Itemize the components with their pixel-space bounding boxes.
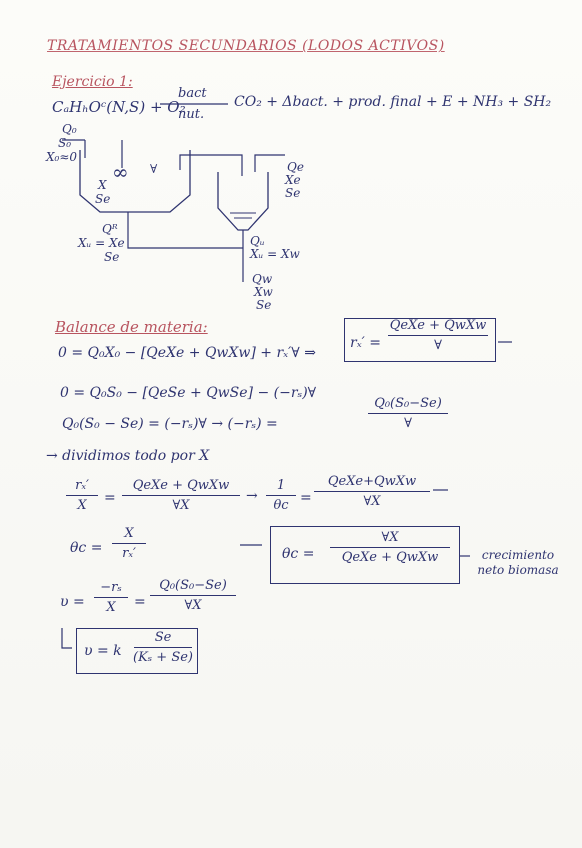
inverse-theta-num: 1 [276,478,286,493]
eq4-mid-den: ∀X [172,498,190,514]
rate-num-2: Q₀(S₀−Se) [159,578,227,593]
effluent-biomass: Xe [285,173,301,187]
rx-over-x-num: rₓ′ [75,478,89,493]
monod-lhs: υ = k [84,643,122,659]
recycle-substrate: Se [104,250,120,264]
page-title: TRATAMIENTOS SECUNDARIOS (LODOS ACTIVOS) [47,38,445,54]
inverse-theta: 1 θc [266,478,296,513]
eq4-mid-num: QeXe + QwXw [132,478,230,493]
eq4-rhs-den: ∀X [363,494,381,510]
substrate-balance: 0 = Q₀S₀ − [QeSe + QwSe] − (−rₛ)∀ [60,385,317,401]
rx-over-x-den: X [77,498,87,514]
rate-lhs: υ = [60,594,85,610]
effluent-substrate: Se [285,186,301,200]
rs-numerator: Q₀(S₀−Se) [374,396,442,411]
reactor-substrate: Se [95,192,111,206]
monod-den: (Kₛ + Se) [133,650,193,666]
growth-note: crecimiento neto biomasa [477,548,559,577]
rate-fraction-1: −rₛ X [94,580,128,615]
theta-box-den: QeXe + QwXw [341,550,439,566]
clarifier-tank [217,172,269,231]
rate-fraction-2: Q₀(S₀−Se) ∀X [150,578,236,613]
reaction-right: CO₂ + Δbact. + prod. final + E + NH₃ + S… [234,94,552,110]
monod-box [76,628,198,674]
rs-denominator: ∀ [404,416,412,432]
waste-substrate: Se [256,298,272,312]
underflow-flow: Qᵤ [250,234,265,248]
rx-result-box [344,318,496,362]
waste-flow: Qw [252,272,273,286]
divide-note: → dividimos todo por X [46,448,210,464]
equals-sign: = [104,490,116,506]
equals-sign-3: = [134,594,146,610]
rate-num-1: −rₛ [100,580,122,595]
rx-over-x: rₓ′ X [66,478,98,513]
reaction-catalyst: bact [178,86,207,101]
eq4-rhs-num: QeXe+QwXw [327,474,417,489]
effluent-flow: Qe [287,160,304,174]
reactor-volume: ∀ [150,162,158,176]
rs-fraction: Q₀(S₀−Se) ∀ [368,396,448,431]
inlet-substrate: S₀ [58,136,72,150]
recycle-flow: Qᴿ [102,222,118,236]
monod-fraction: Se (Kₛ + Se) [133,630,193,666]
rx-denominator: ∀ [434,338,442,354]
substrate-rate: Q₀(S₀ − Se) = (−rₛ)∀ → (−rₛ) = [62,416,278,432]
inlet-biomass: X₀≈0 [46,150,78,164]
rx-fraction: QeXe + QwXw ∀ [388,318,488,353]
underflow-biomass: Xᵤ = Xw [250,247,300,261]
mixer-icon: ∞ [112,160,129,184]
rx-lhs: rₓ′ = [350,335,382,351]
theta-result-box [270,526,460,584]
rate-den-1: X [106,600,116,616]
reactor-biomass: X [98,178,107,192]
theta-den: rₓ′ [122,546,136,562]
reaction-left: CₐHₕOᶜ(N,S) + O₂ [52,98,186,116]
theta-fraction: X rₓ′ [112,526,146,561]
theta-lhs: θc = [70,540,103,556]
rx-numerator: QeXe + QwXw [389,318,487,333]
theta-box-fraction: ∀X QeXe + QwXw [330,530,450,565]
reactor-tank [79,150,191,213]
reaction-nutrients: nut. [178,107,205,122]
balance-heading: Balance de materia: [55,318,208,336]
theta-box-lhs: θc = [282,546,315,562]
exercise-heading: Ejercicio 1: [52,74,133,90]
recycle-biomass: Xᵤ = Xe [78,236,125,250]
theta-box-num: ∀X [381,530,399,545]
waste-biomass: Xw [254,285,273,299]
monod-num: Se [154,630,172,645]
inverse-theta-den: θc [273,498,289,514]
rate-den-2: ∀X [184,598,202,614]
eq4-rhs-fraction: QeXe+QwXw ∀X [314,474,430,509]
biomass-balance: 0 = Q₀X₀ − [QeXe + QwXw] + rₓ′∀ ⇒ [58,345,316,361]
arrow-sign: → [246,488,258,504]
equals-sign-2: = [300,490,312,506]
theta-num: X [124,526,134,541]
inlet-flow: Q₀ [62,122,77,136]
eq4-mid-fraction: QeXe + QwXw ∀X [122,478,240,513]
